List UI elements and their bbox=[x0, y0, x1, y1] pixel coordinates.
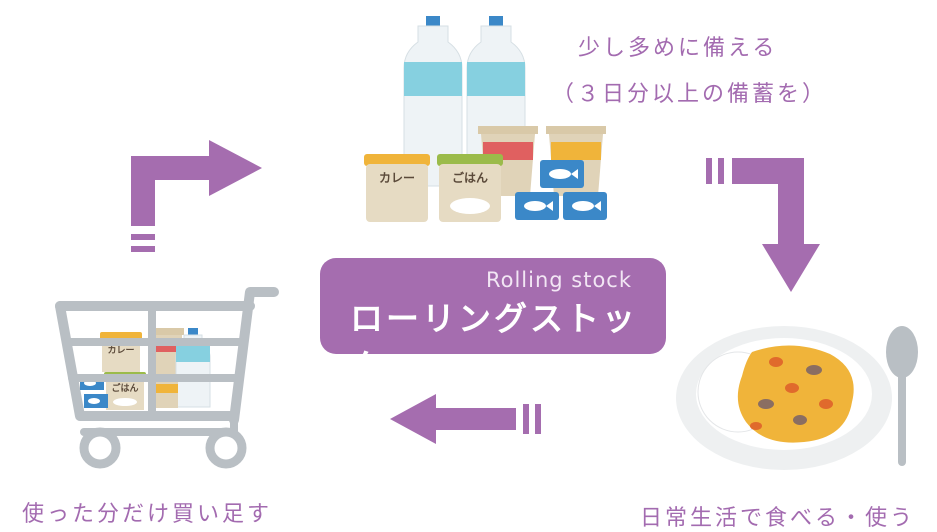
step-buy-caption: 使った分だけ買い足す bbox=[22, 502, 273, 527]
water-bottle-icon bbox=[403, 16, 463, 187]
cart-rice-label: ごはん bbox=[111, 382, 138, 394]
spoon-icon bbox=[886, 326, 918, 466]
step-stock-caption: 少し多めに備える bbox=[578, 36, 778, 61]
curry-label: カレー bbox=[379, 171, 415, 185]
title-main: ローリングストック bbox=[350, 299, 638, 386]
arrow-up-right-icon bbox=[131, 140, 262, 252]
rice-label: ごはん bbox=[452, 170, 488, 185]
title-badge: Rolling stock ローリングストック bbox=[320, 258, 666, 386]
arrow-right-down-icon bbox=[706, 158, 820, 292]
cart-curry-label: カレー bbox=[107, 345, 134, 356]
fish-can-icon bbox=[515, 192, 559, 220]
curry-plate-icon bbox=[676, 326, 892, 470]
rice-pack-icon: ごはん bbox=[437, 154, 503, 222]
fish-can-icon bbox=[563, 192, 607, 220]
arrow-left-icon bbox=[390, 394, 541, 444]
fish-can-icon bbox=[540, 160, 584, 188]
step-stock-subcaption: （３日分以上の備蓄を） bbox=[552, 82, 828, 107]
shopping-cart-icon: カレー ごはん bbox=[55, 287, 279, 469]
title-subtitle: Rolling stock bbox=[485, 268, 632, 292]
curry-pack-icon: カレー bbox=[364, 154, 430, 222]
stock-items: カレー ごはん bbox=[364, 16, 607, 222]
step-use-caption: 日常生活で食べる・使う bbox=[640, 506, 916, 531]
